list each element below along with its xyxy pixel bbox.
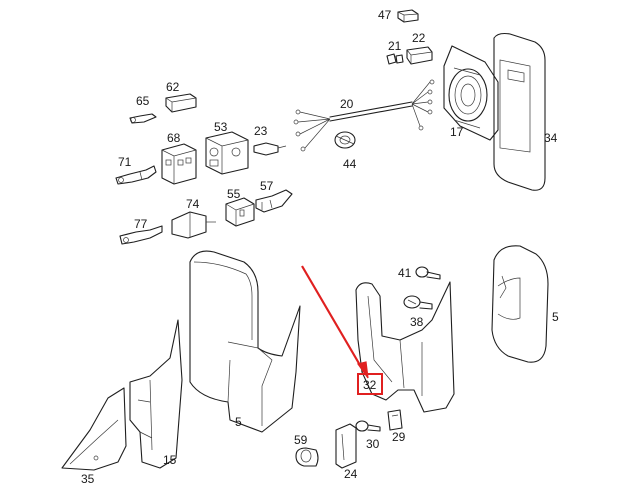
part-53-socket-housing [205,131,249,175]
part-34-mirror-glass [493,32,546,191]
callout-57: 57 [260,179,274,193]
part-23-terminal [253,142,287,156]
highlight-arrow [301,265,369,379]
callout-59: 59 [294,433,308,447]
part-55-connector [225,197,255,227]
callout-47: 47 [378,8,392,22]
callout-22: 22 [412,31,426,45]
part-57-connector [255,189,293,213]
part-35-mount-plate [61,387,127,471]
part-59-cap [295,447,319,467]
part-24-strip [335,423,357,469]
part-38-screw [403,295,433,310]
part-17-mirror-motor [443,45,499,141]
callout-15: 15 [163,453,177,467]
part-77-terminal [119,225,163,245]
callout-29: 29 [392,430,406,444]
part-29-clip [387,409,403,431]
part-21-clip [386,53,404,65]
callout-21: 21 [388,39,402,53]
part-74-connector [171,211,216,239]
part-71-terminal [115,165,157,185]
callout-77: 77 [134,217,148,231]
part-44-grommet [334,131,356,149]
callout-5-left: 5 [235,415,242,429]
callout-20: 20 [340,97,354,111]
callout-23: 23 [254,124,268,138]
part-30-screw [355,420,381,432]
callout-32: 32 [363,378,377,392]
callout-38: 38 [410,315,424,329]
callout-71: 71 [118,155,132,169]
part-32-mirror-frame [355,281,455,413]
callout-24: 24 [344,467,358,481]
callout-44: 44 [343,157,357,171]
callout-41: 41 [398,266,412,280]
callout-62: 62 [166,80,180,94]
callout-30: 30 [366,437,380,451]
part-20-wiring-harness [293,79,435,152]
callout-34: 34 [544,131,558,145]
callout-5-right: 5 [552,310,559,324]
part-5-mirror-housing-left [189,250,301,433]
part-62-connector [165,93,197,113]
callout-35: 35 [81,472,95,486]
part-22-block [406,46,433,65]
part-65-pin [129,113,157,124]
callout-17: 17 [450,125,464,139]
part-68-plug-housing [161,143,197,185]
callout-68: 68 [167,131,181,145]
highlight-box [357,373,383,395]
part-5-mirror-housing-right [491,245,549,363]
part-47-cap [397,9,419,23]
callout-65: 65 [136,94,150,108]
callout-55: 55 [227,187,241,201]
callout-53: 53 [214,120,228,134]
callout-74: 74 [186,197,200,211]
part-15-base-bracket [129,319,183,469]
part-41-screw [415,266,441,280]
